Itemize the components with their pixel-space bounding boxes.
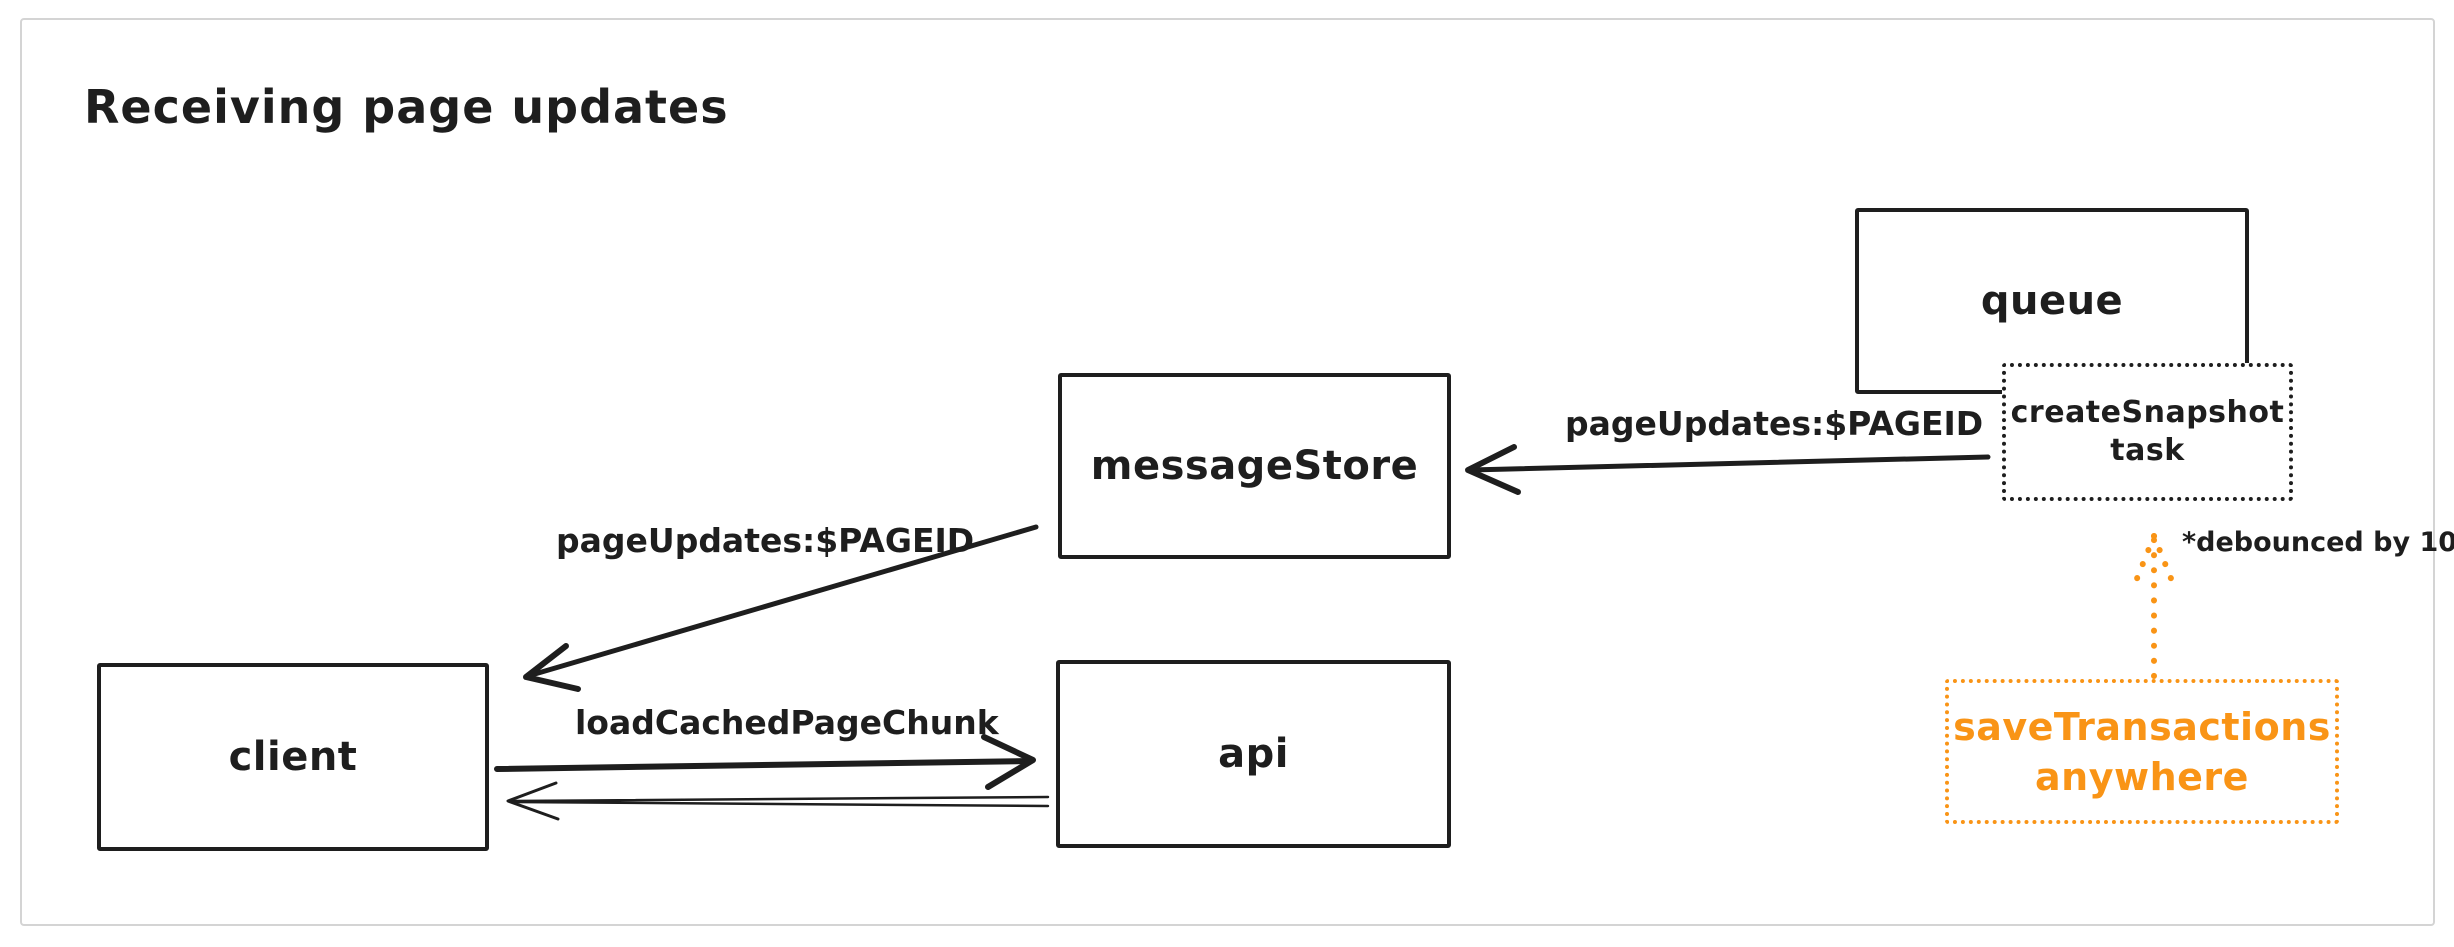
node-createsnapshot-label-line2: task — [2110, 433, 2185, 468]
node-messagestore-label: messageStore — [1090, 443, 1419, 489]
node-savetransactions-label-line2: anywhere — [2035, 754, 2249, 799]
node-api-label: api — [1218, 731, 1289, 777]
arrow-client-to-api[interactable] — [494, 734, 1036, 790]
node-savetransactions[interactable]: saveTransactions anywhere — [1945, 679, 2339, 824]
node-savetransactions-label-line1: saveTransactions — [1953, 704, 2331, 749]
arrow-snapshot-to-messagestore[interactable] — [1465, 444, 1991, 495]
node-messagestore[interactable]: messageStore — [1058, 373, 1451, 559]
node-queue-label: queue — [1980, 278, 2124, 324]
node-createsnapshot-label-line1: createSnapshot — [2010, 395, 2285, 430]
edge-label-queue-to-messagestore[interactable]: pageUpdates:$PAGEID — [1565, 404, 1984, 443]
arrow-savetransactions-to-snapshot[interactable] — [2131, 533, 2177, 679]
node-createsnapshot-task[interactable]: createSnapshot task — [2002, 363, 2293, 501]
edge-label-client-to-api[interactable]: loadCachedPageChunk — [575, 703, 999, 742]
node-client-label: client — [228, 734, 358, 780]
node-api[interactable]: api — [1056, 660, 1451, 848]
arrow-api-to-client[interactable] — [506, 781, 1050, 821]
arrow-messagestore-to-client[interactable] — [523, 524, 1039, 692]
node-client[interactable]: client — [97, 663, 489, 851]
edge-label-messagestore-to-client[interactable]: pageUpdates:$PAGEID — [556, 521, 975, 560]
diagram-title[interactable]: Receiving page updates — [84, 80, 729, 134]
debounce-note[interactable]: *debounced by 10m — [2182, 527, 2454, 558]
